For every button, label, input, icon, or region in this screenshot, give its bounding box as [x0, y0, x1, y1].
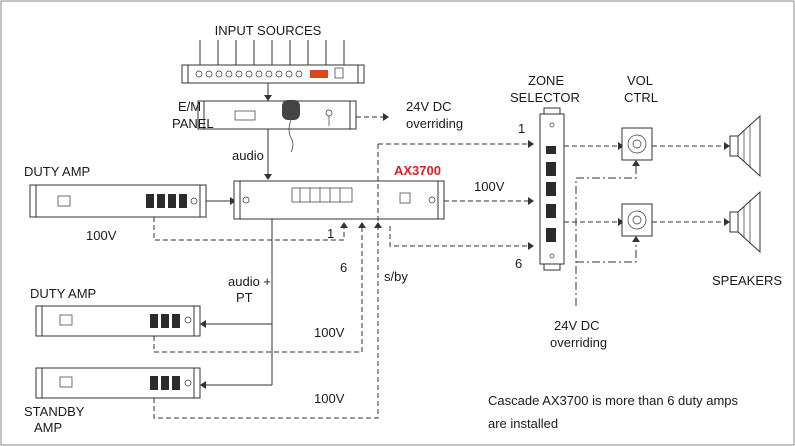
audio-pt-line1: audio +	[228, 274, 271, 289]
vol-ctrl-line1: VOL	[627, 73, 653, 88]
v100-amp2-label: 100V	[314, 325, 345, 340]
note-line2: are installed	[488, 416, 558, 431]
duty-amp-1-label: DUTY AMP	[24, 164, 90, 179]
standby-label-line1: STANDBY	[24, 404, 85, 419]
zone-1-label: 1	[518, 121, 525, 136]
v100-standby-label: 100V	[314, 391, 345, 406]
ax3700-unit	[233, 180, 445, 220]
override-top-line1: 24V DC	[406, 99, 452, 114]
override-top-line2: overriding	[406, 116, 463, 131]
standby-label-line2: AMP	[34, 420, 62, 435]
em-panel-label-line2: PANEL	[172, 116, 214, 131]
vol-ctrl-line2: CTRL	[624, 90, 658, 105]
ax3700-label: AX3700	[394, 163, 441, 178]
override-bottom-line2: overriding	[550, 335, 607, 350]
audio-label: audio	[232, 148, 264, 163]
override-bottom-line1: 24V DC	[554, 318, 600, 333]
sby-label: s/by	[384, 269, 408, 284]
v100-amp1-label: 100V	[86, 228, 117, 243]
duty-amp-2	[35, 305, 201, 337]
input-sources-label: INPUT SOURCES	[215, 23, 322, 38]
zone-selector-line2: SELECTOR	[510, 90, 580, 105]
em-panel-label-line1: E/M	[178, 99, 201, 114]
speaker-2	[729, 190, 761, 254]
note-line1: Cascade AX3700 is more than 6 duty amps	[488, 393, 739, 408]
input-sources-rack	[181, 64, 365, 84]
zone-selector-line1: ZONE	[528, 73, 564, 88]
v100-main-label: 100V	[474, 179, 505, 194]
input-source-cables	[199, 40, 345, 65]
vol-ctrl-1	[621, 127, 653, 161]
port-6-label: 6	[340, 260, 347, 275]
duty-amp-2-label: DUTY AMP	[30, 286, 96, 301]
vol-ctrl-2	[621, 203, 653, 237]
audio-pt-line2: PT	[236, 290, 253, 305]
speakers-label: SPEAKERS	[712, 273, 782, 288]
standby-amp	[35, 367, 201, 399]
em-panel	[197, 100, 357, 153]
zone-selector	[539, 107, 565, 271]
zone-6-label: 6	[515, 256, 522, 271]
duty-amp-1	[29, 184, 207, 218]
speaker-1	[729, 114, 761, 178]
port-1-label: 1	[327, 226, 334, 241]
